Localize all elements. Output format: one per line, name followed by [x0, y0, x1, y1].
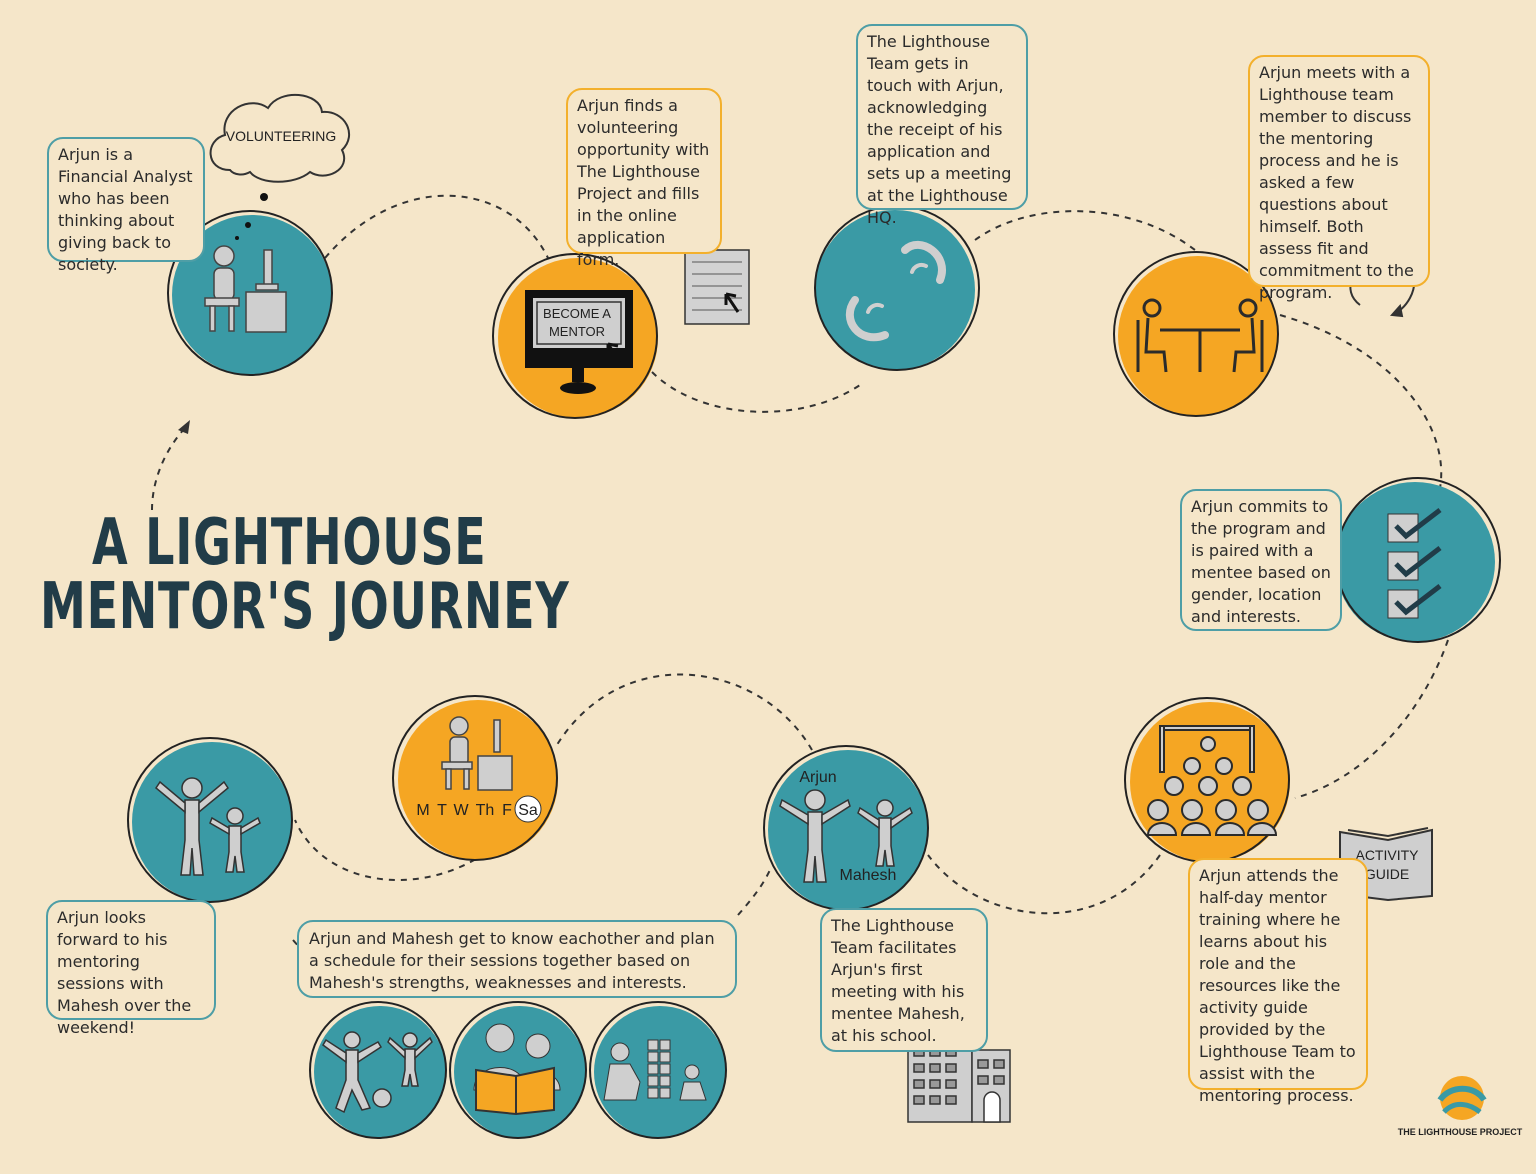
book-label-2: GUIDE	[1365, 866, 1409, 882]
step6-circle	[1124, 697, 1290, 863]
checklist-icon	[1387, 508, 1442, 619]
svg-text:F: F	[502, 802, 512, 819]
step6-text: Arjun attends the half-day mentor traini…	[1188, 858, 1368, 1105]
cheering-icon	[155, 777, 261, 876]
start-arrowhead	[178, 420, 190, 434]
step2-text: Arjun finds a volunteering opportunity w…	[566, 88, 722, 269]
activity-reading-circle	[449, 1001, 587, 1139]
screen-label-2: MENTOR	[549, 324, 605, 339]
playing-ball-icon	[322, 1031, 433, 1114]
weekday-labels: M T W Th F Sa	[416, 795, 542, 823]
activity-play-circle	[309, 1001, 447, 1139]
school-building-icon	[907, 1021, 1011, 1123]
svg-text:M: M	[416, 802, 429, 819]
step7-text: The Lighthouse Team facilitates Arjun's …	[820, 908, 988, 1052]
thought-cloud: VOLUNTEERING	[209, 94, 351, 240]
svg-text:Sa: Sa	[518, 802, 538, 819]
title-line-2: MENTOR'S JOURNEY	[40, 570, 570, 644]
svg-text:W: W	[453, 802, 469, 819]
start-arrow	[151, 427, 186, 511]
person-at-desk-icon	[204, 245, 287, 333]
book-label-1: ACTIVITY	[1355, 847, 1419, 863]
step7-circle: Arjun Mahesh	[763, 745, 929, 911]
schedule-icon	[441, 716, 513, 791]
step3-text: The Lighthouse Team gets in touch with A…	[856, 24, 1028, 227]
title-line-1: A LIGHTHOUSE	[92, 506, 487, 580]
step3-circle	[814, 205, 980, 371]
lighthouse-project-logo: THE LIGHTHOUSE PROJECT	[1398, 1076, 1523, 1137]
step4-circle	[1113, 251, 1279, 417]
meeting-table-icon	[1136, 298, 1264, 373]
svg-text:Th: Th	[476, 802, 495, 819]
mentor-mentee-icon	[779, 789, 913, 883]
step9-text: Arjun looks forward to his mentoring ses…	[46, 900, 216, 1037]
step8-circle: M T W Th F Sa	[392, 695, 558, 861]
step4-text: Arjun meets with a Lighthouse team membe…	[1248, 55, 1430, 302]
name-mahesh: Mahesh	[840, 867, 897, 884]
form-document-icon	[684, 249, 750, 325]
step5-text: Arjun commits to the program and is pair…	[1180, 489, 1342, 631]
activity-blocks-circle	[589, 1001, 727, 1139]
name-arjun: Arjun	[799, 769, 836, 786]
monitor-icon: BECOME A MENTOR	[525, 290, 633, 394]
building-blocks-icon	[603, 1039, 707, 1101]
reading-book-icon	[473, 1023, 561, 1116]
svg-text:T: T	[437, 802, 447, 819]
screen-label-1: BECOME A	[543, 306, 611, 321]
phones-icon	[845, 240, 946, 342]
step1-text: Arjun is a Financial Analyst who has bee…	[47, 137, 205, 274]
classroom-icon	[1146, 725, 1278, 836]
cloud-label: VOLUNTEERING	[226, 128, 336, 144]
step1-circle	[167, 210, 333, 376]
step2-circle: BECOME A MENTOR	[492, 253, 658, 419]
step5-circle	[1335, 477, 1501, 643]
step8-text: Arjun and Mahesh get to know eachother a…	[297, 920, 737, 998]
logo-text: THE LIGHTHOUSE PROJECT	[1398, 1127, 1523, 1137]
step9-circle	[127, 737, 293, 903]
